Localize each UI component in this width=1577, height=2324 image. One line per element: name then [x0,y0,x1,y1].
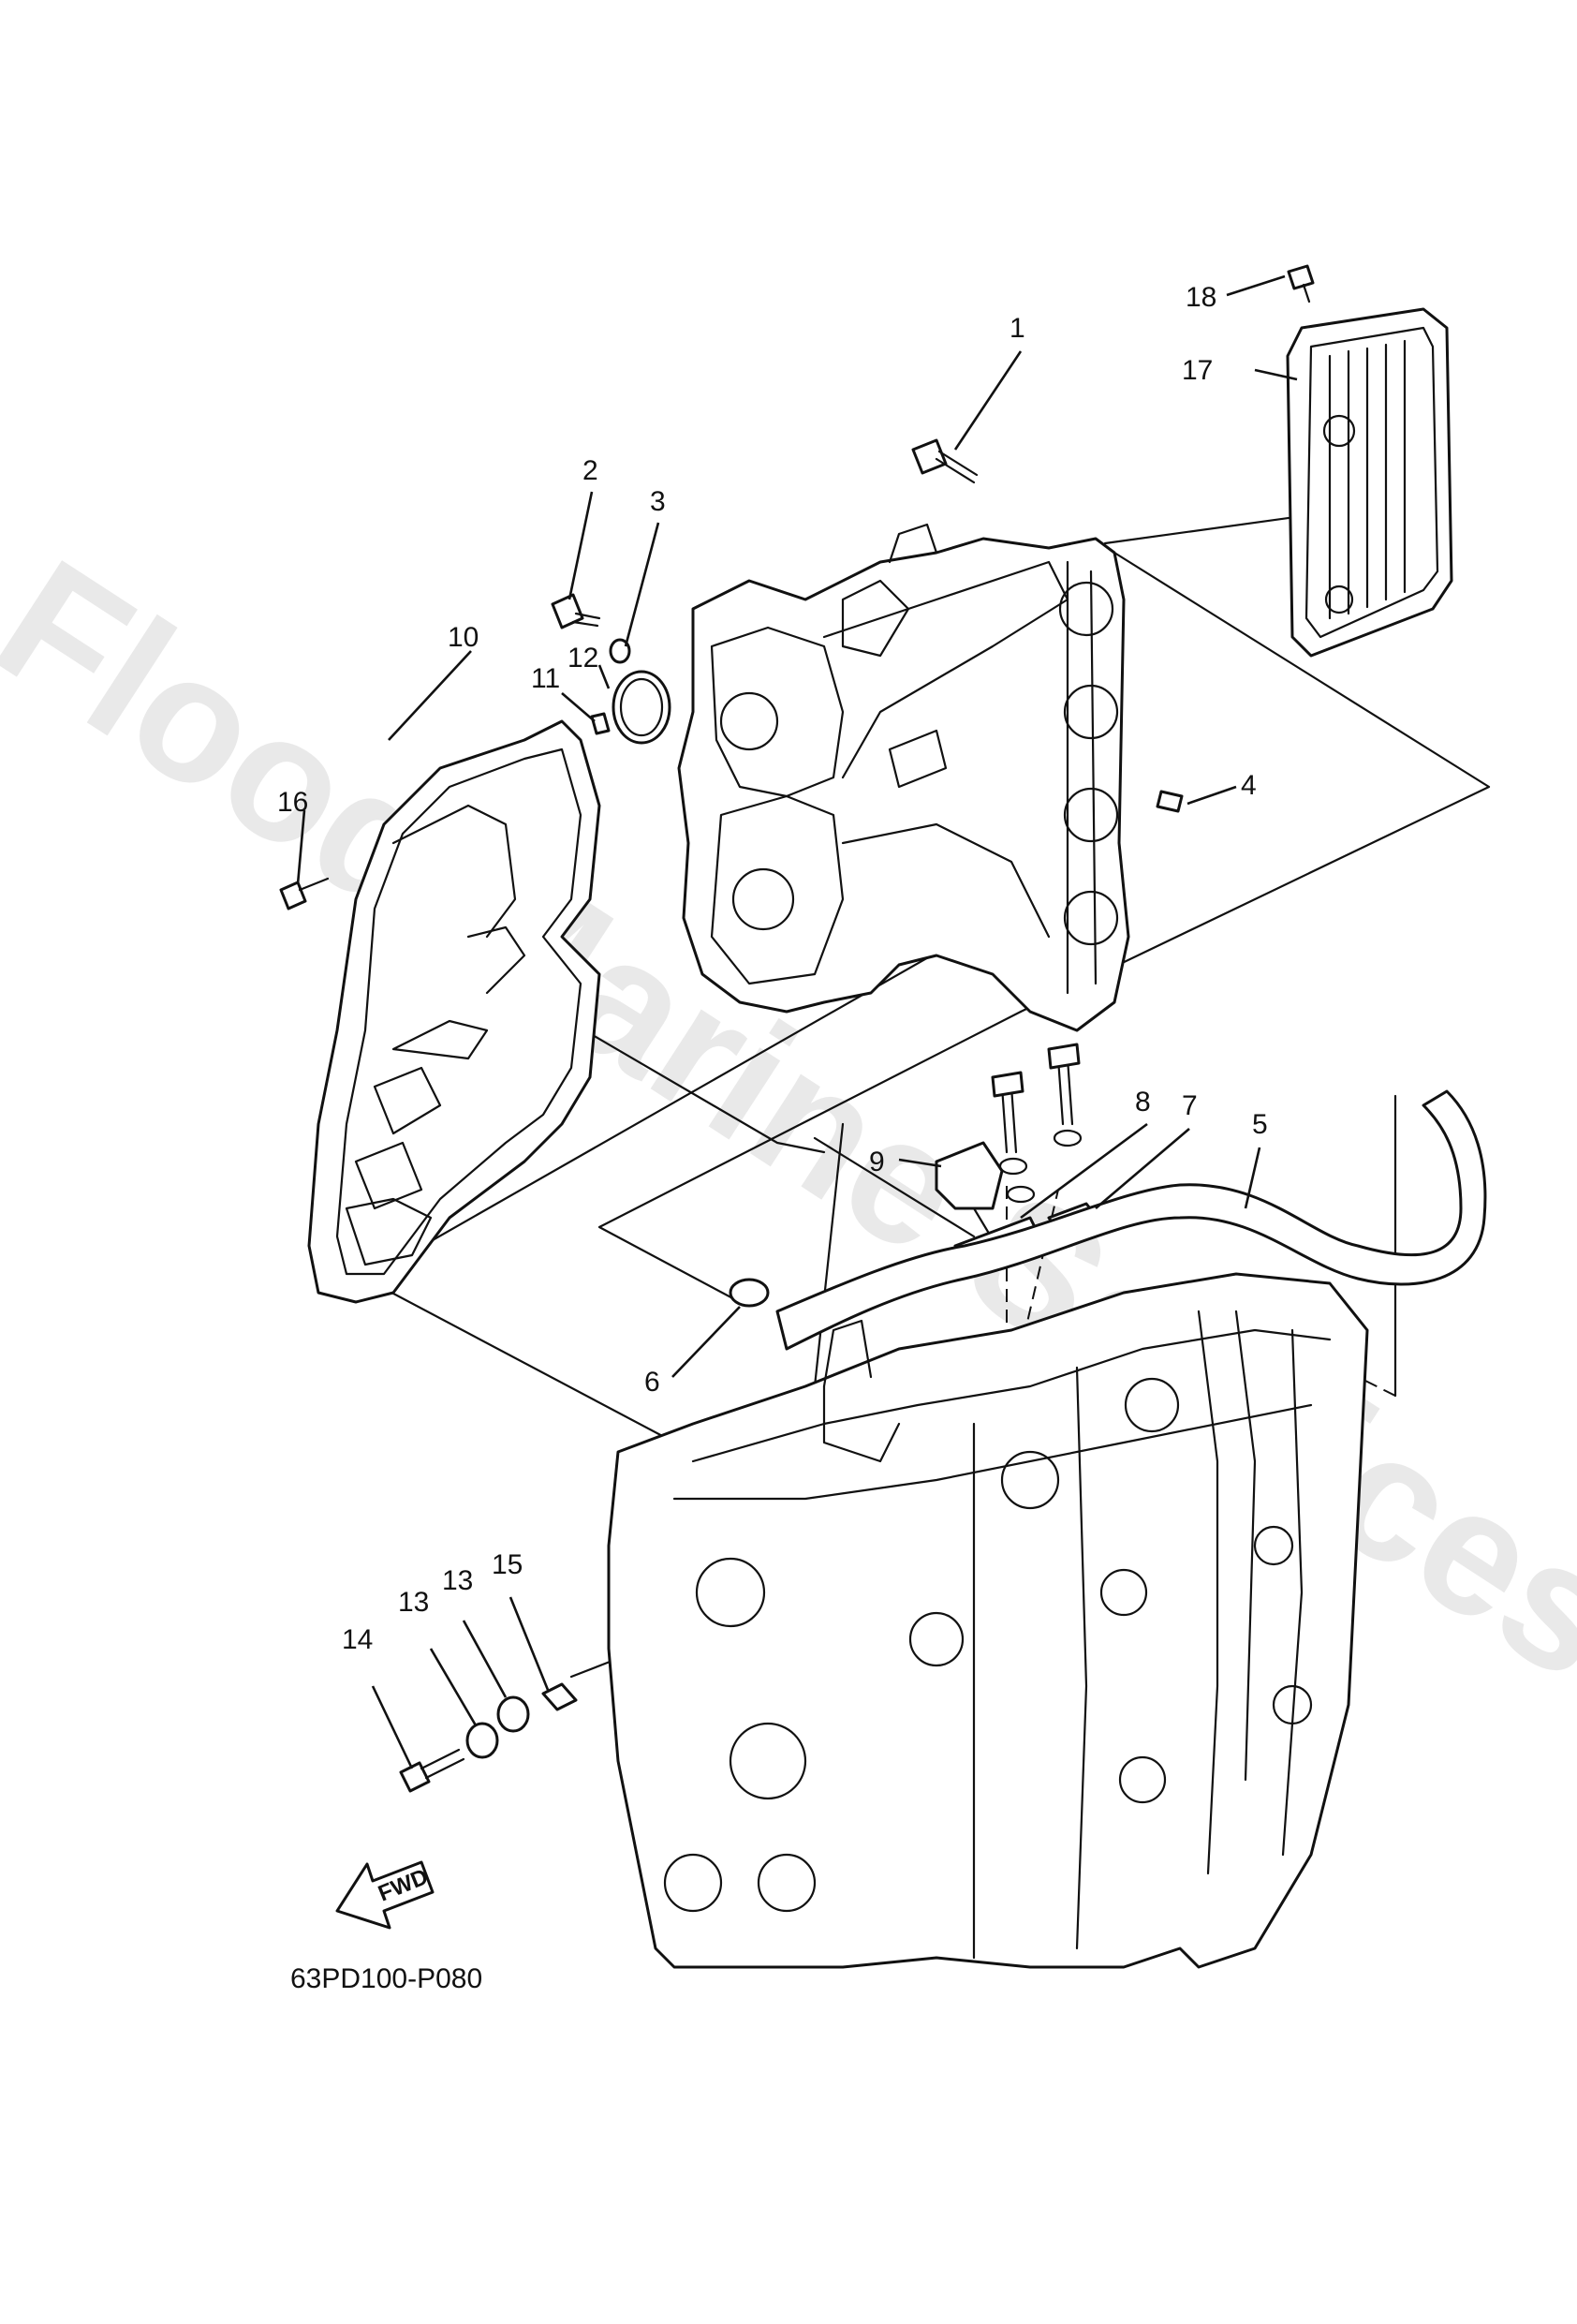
callout-13b: 13 [442,1565,473,1596]
callout-7: 7 [1182,1090,1198,1121]
pin-11 [590,712,611,735]
clamp-6 [729,1278,770,1308]
callout-5: 5 [1252,1109,1268,1140]
intake-manifold-assembly [677,523,1130,1032]
fwd-arrow-icon: FWD [335,1860,435,1930]
callout-2: 2 [582,455,598,486]
bolt-1 [911,438,979,484]
o-ring-12 [612,670,671,745]
callouts: 1 2 3 4 5 6 7 8 9 10 11 12 13 13 14 15 1… [277,282,1268,1655]
callout-17: 17 [1182,355,1213,386]
callout-9: 9 [869,1147,885,1177]
hose-5 [775,1089,1487,1351]
callout-16: 16 [277,787,308,818]
collar-13a [465,1722,499,1759]
callout-1: 1 [1010,313,1025,344]
callout-18: 18 [1186,282,1216,313]
callout-15: 15 [492,1549,523,1580]
intake-silencer-cover [307,719,601,1304]
callout-3: 3 [650,486,666,517]
callout-4: 4 [1241,770,1257,801]
callout-13a: 13 [398,1587,429,1618]
leader-lines [296,274,1298,1769]
callout-14: 14 [342,1624,373,1655]
dowel-pin-4 [1156,790,1184,813]
bolts-pair [991,1043,1083,1204]
screw-18 [1287,264,1315,303]
callout-6: 6 [644,1367,660,1398]
bolt-14 [399,1748,465,1793]
callout-11: 11 [531,663,560,694]
callout-12: 12 [567,643,598,674]
grommet-15 [541,1682,578,1711]
bolt-2 [551,593,601,629]
cylinder-block [607,1272,1369,1969]
collar-13b [496,1695,530,1733]
callout-8: 8 [1135,1087,1151,1118]
part-code: 63PD100-P080 [290,1963,482,1994]
callout-10: 10 [448,622,479,653]
side-cover [1286,307,1453,658]
screw-16 [279,877,330,910]
